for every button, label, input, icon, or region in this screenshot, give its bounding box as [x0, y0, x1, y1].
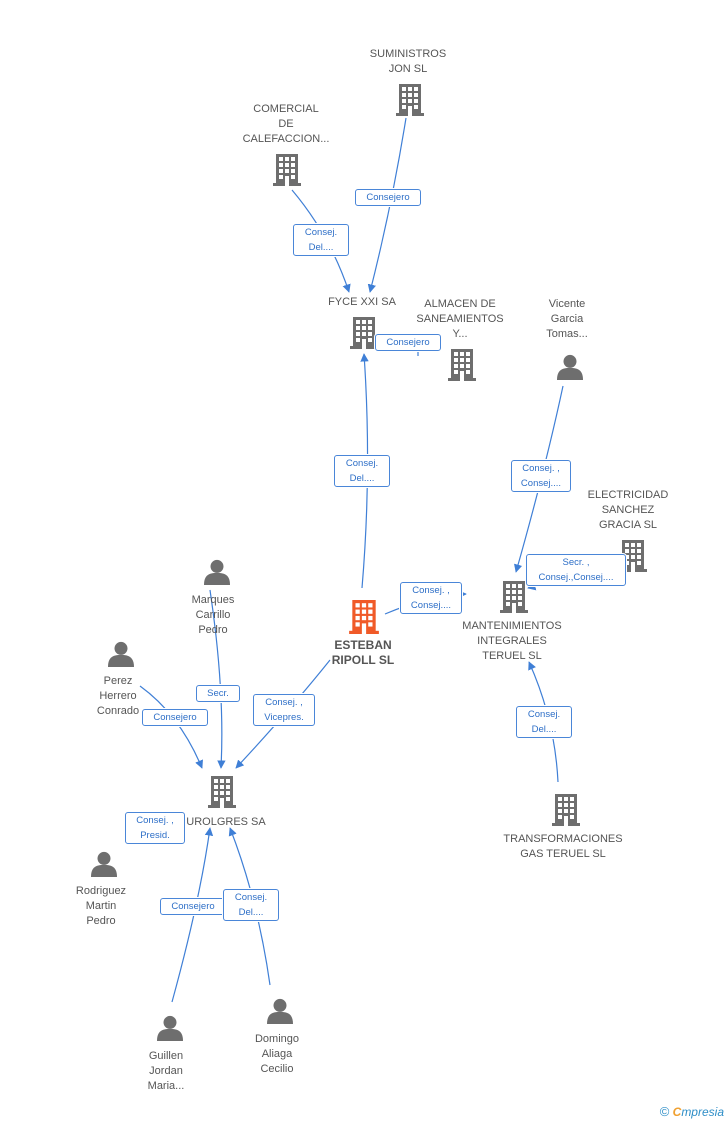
- edge-label-rodriguez-urol[interactable]: Consej. , Presid.: [125, 812, 185, 844]
- building-icon[interactable]: [396, 84, 424, 116]
- edge-label-almacen-fyce[interactable]: Consejero: [375, 334, 441, 351]
- edge-label-esteban-fyce[interactable]: Consej. Del....: [334, 455, 390, 487]
- edge-label-transf-mant[interactable]: Consej. Del....: [516, 706, 572, 738]
- building-icon[interactable]: [208, 776, 236, 808]
- edge-label-esteban-urol[interactable]: Consej. , Vicepres.: [253, 694, 315, 726]
- node-label-esteban[interactable]: ESTEBAN RIPOLL SL: [331, 638, 395, 667]
- edge-label-esteban-mant[interactable]: Consej. , Consej....: [400, 582, 462, 614]
- node-label-comercial[interactable]: COMERCIAL DE CALEFACCION...: [242, 103, 330, 145]
- building-icon[interactable]: [552, 794, 580, 826]
- edge-label-domingo-urol[interactable]: Consej. Del....: [223, 889, 279, 921]
- node-label-almacen[interactable]: ALMACEN DE SANEAMIENTOS Y...: [416, 298, 504, 340]
- node-label-transformaciones[interactable]: TRANSFORMACIONES GAS TERUEL SL: [503, 833, 623, 860]
- brand-initial: C: [672, 1105, 682, 1119]
- building-icon[interactable]: [448, 349, 476, 381]
- building-icon[interactable]: [273, 154, 301, 186]
- copyright-symbol: ©: [659, 1104, 670, 1119]
- person-icon[interactable]: [108, 641, 134, 667]
- edge-label-marques-urol[interactable]: Secr.: [196, 685, 240, 702]
- building-icon[interactable]: [500, 581, 528, 613]
- person-icon[interactable]: [91, 851, 117, 877]
- node-label-mantenimientos[interactable]: MANTENIMIENTOS INTEGRALES TERUEL SL: [462, 620, 562, 662]
- building-icon[interactable]: [349, 600, 379, 634]
- person-icon[interactable]: [557, 354, 583, 380]
- node-label-urolgres[interactable]: UROLGRES SA: [186, 816, 266, 828]
- node-label-rodriguez[interactable]: Rodriguez Martin Pedro: [75, 885, 127, 927]
- edge-label-comercial-fyce[interactable]: Consej. Del....: [293, 224, 349, 256]
- node-label-domingo[interactable]: Domingo Aliaga Cecilio: [254, 1033, 300, 1075]
- brand-name: mpresia: [681, 1105, 724, 1119]
- node-label-marques[interactable]: Marques Carrillo Pedro: [191, 594, 235, 636]
- person-icon[interactable]: [204, 559, 230, 585]
- edge-guillen-urol: [171, 827, 214, 1003]
- node-label-suministros[interactable]: SUMINISTROS JON SL: [369, 48, 447, 75]
- node-label-perez[interactable]: Perez Herrero Conrado: [96, 675, 140, 717]
- node-label-vicente[interactable]: Vicente Garcia Tomas...: [546, 298, 588, 340]
- edge-label-suministros-fyce[interactable]: Consejero: [355, 189, 421, 206]
- person-icon[interactable]: [267, 998, 293, 1024]
- edge-marques-urol: [209, 589, 226, 769]
- node-label-fyce[interactable]: FYCE XXI SA: [328, 296, 396, 308]
- node-label-electricidad[interactable]: ELECTRICIDAD SANCHEZ GRACIA SL: [587, 489, 669, 531]
- edge-label-electricidad-mant[interactable]: Secr. , Consej.,Consej....: [526, 554, 626, 586]
- edge-label-perez-urol[interactable]: Consejero: [142, 709, 208, 726]
- person-icon[interactable]: [157, 1015, 183, 1041]
- building-icon[interactable]: [350, 317, 378, 349]
- brand-logo: © Cmpresia: [660, 1104, 724, 1119]
- edge-label-guillen-urol[interactable]: Consejero: [160, 898, 226, 915]
- edge-label-vicente-mant[interactable]: Consej. , Consej....: [511, 460, 571, 492]
- node-label-guillen[interactable]: Guillen Jordan Maria...: [147, 1050, 185, 1092]
